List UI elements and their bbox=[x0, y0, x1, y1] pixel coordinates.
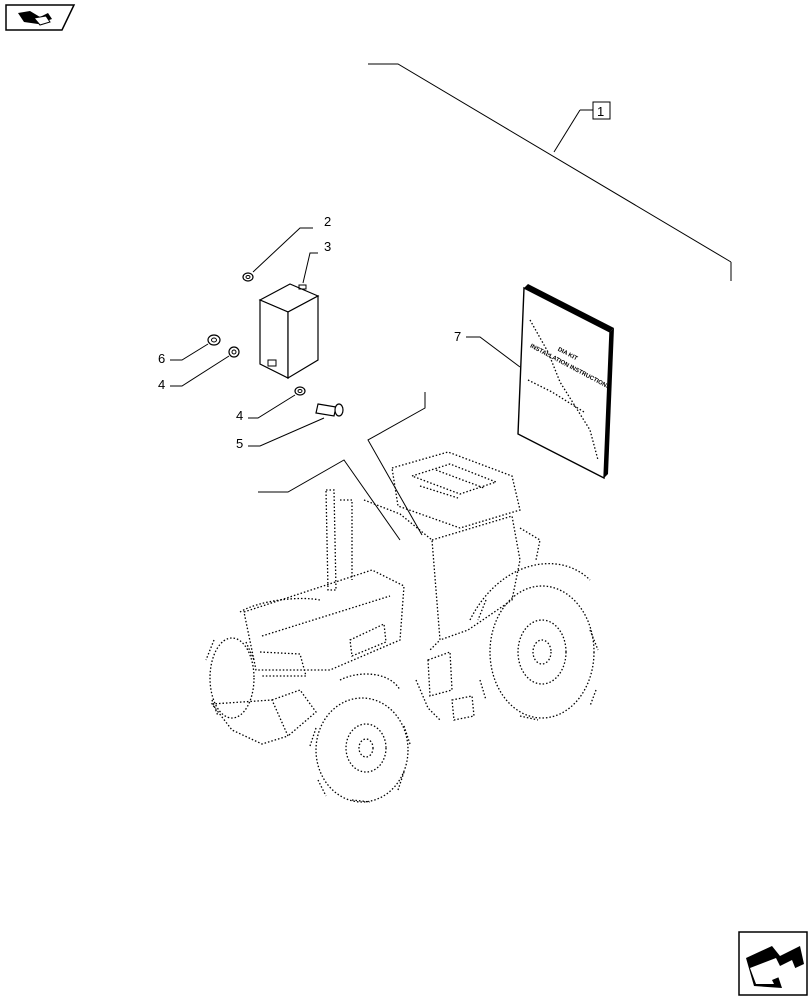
nut-part-left bbox=[207, 334, 221, 346]
leader-4b bbox=[248, 394, 296, 419]
leader-6 bbox=[170, 343, 209, 361]
exit-arrow-icon[interactable] bbox=[738, 931, 808, 996]
callout-4b: 4 bbox=[236, 408, 243, 423]
leader-2 bbox=[252, 227, 313, 273]
callout-3: 3 bbox=[324, 239, 331, 254]
washer-part bbox=[294, 386, 306, 396]
callout-6: 6 bbox=[158, 351, 165, 366]
tractor-illustration bbox=[205, 451, 599, 803]
leader-3 bbox=[302, 252, 318, 284]
kit-bracket-line bbox=[368, 63, 732, 281]
leader-4a bbox=[170, 355, 230, 387]
callout-1: 1 bbox=[597, 104, 604, 119]
callout-2: 2 bbox=[324, 214, 331, 229]
control-module-part bbox=[258, 283, 320, 380]
washer-part-left bbox=[228, 346, 240, 358]
callout-7: 7 bbox=[454, 329, 461, 344]
nut-part bbox=[242, 272, 254, 282]
leader-5 bbox=[248, 417, 325, 447]
bolt-part bbox=[315, 403, 344, 417]
leader-7 bbox=[466, 336, 521, 368]
callout-4a: 4 bbox=[158, 377, 165, 392]
callout-5: 5 bbox=[236, 436, 243, 451]
manual-page-icon[interactable] bbox=[5, 4, 76, 31]
installation-manual-part bbox=[517, 284, 614, 480]
